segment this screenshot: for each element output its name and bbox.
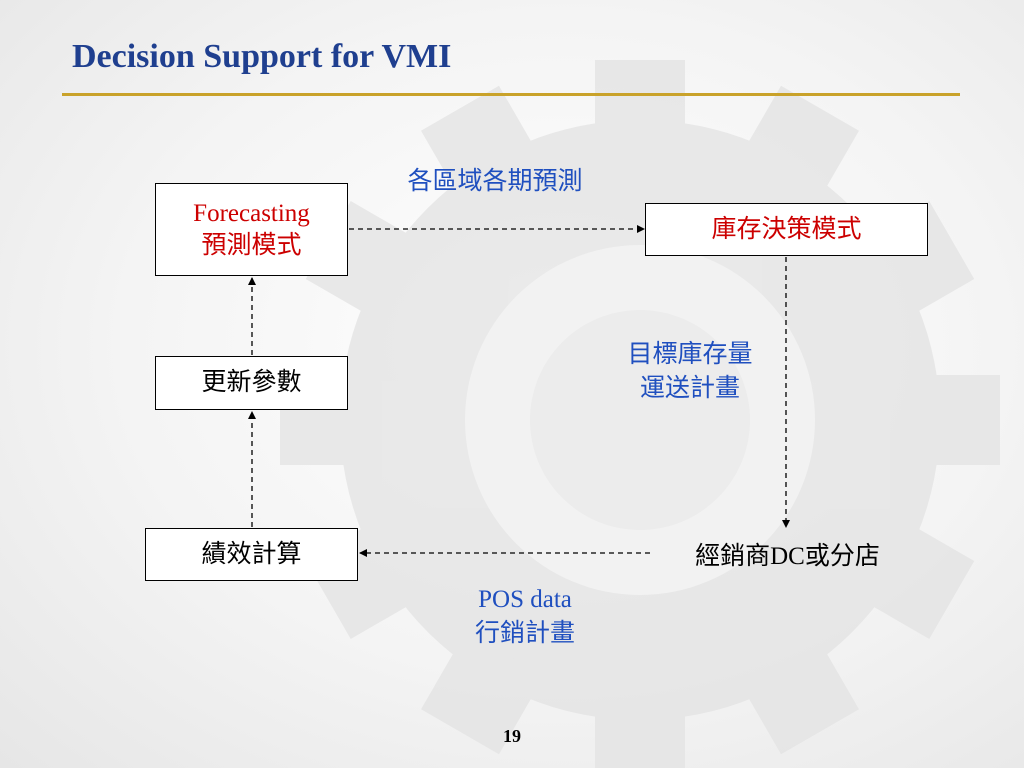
regional-forecast-label: 各區域各期預測 (407, 168, 583, 195)
gear-tooth (421, 85, 544, 209)
gear-tooth (851, 516, 975, 639)
title-underline (62, 93, 960, 96)
performance-calculation-label: 績效計算 (201, 540, 302, 568)
sales-plan-text: 行銷計畫 (474, 619, 575, 647)
performance-calculation-box: 績效計算 (145, 528, 358, 581)
gear-tooth (736, 85, 859, 209)
shipping-plan-text: 運送計畫 (639, 374, 740, 402)
inventory-decision-model-box: 庫存決策模式 (645, 203, 928, 256)
gear-tooth (736, 631, 859, 755)
forecasting-label-en: Forecasting (193, 200, 310, 228)
forecasting-model-box: Forecasting 預測模式 (155, 183, 348, 276)
forecasting-label-zh: 預測模式 (201, 231, 302, 259)
gear-tooth (595, 60, 685, 150)
update-parameters-box: 更新參數 (155, 356, 348, 410)
pos-sales-plan-label: POS data 行銷計畫 (430, 583, 620, 651)
gear-tooth (910, 375, 1000, 465)
target-inventory-text: 目標庫存量 (627, 341, 753, 368)
target-inventory-shipping-label: 目標庫存量 運送計畫 (600, 338, 780, 406)
gear-tooth (595, 690, 685, 768)
pos-data-text: POS data (478, 586, 572, 613)
page-number: 19 (503, 726, 521, 746)
gear-tooth (421, 631, 544, 755)
inventory-decision-label: 庫存決策模式 (711, 215, 862, 243)
dealer-dc-store-label: 經銷商DC或分店 (695, 543, 880, 570)
slide-title: Decision Support for VMI (72, 38, 452, 75)
update-parameters-label: 更新參數 (201, 369, 302, 397)
